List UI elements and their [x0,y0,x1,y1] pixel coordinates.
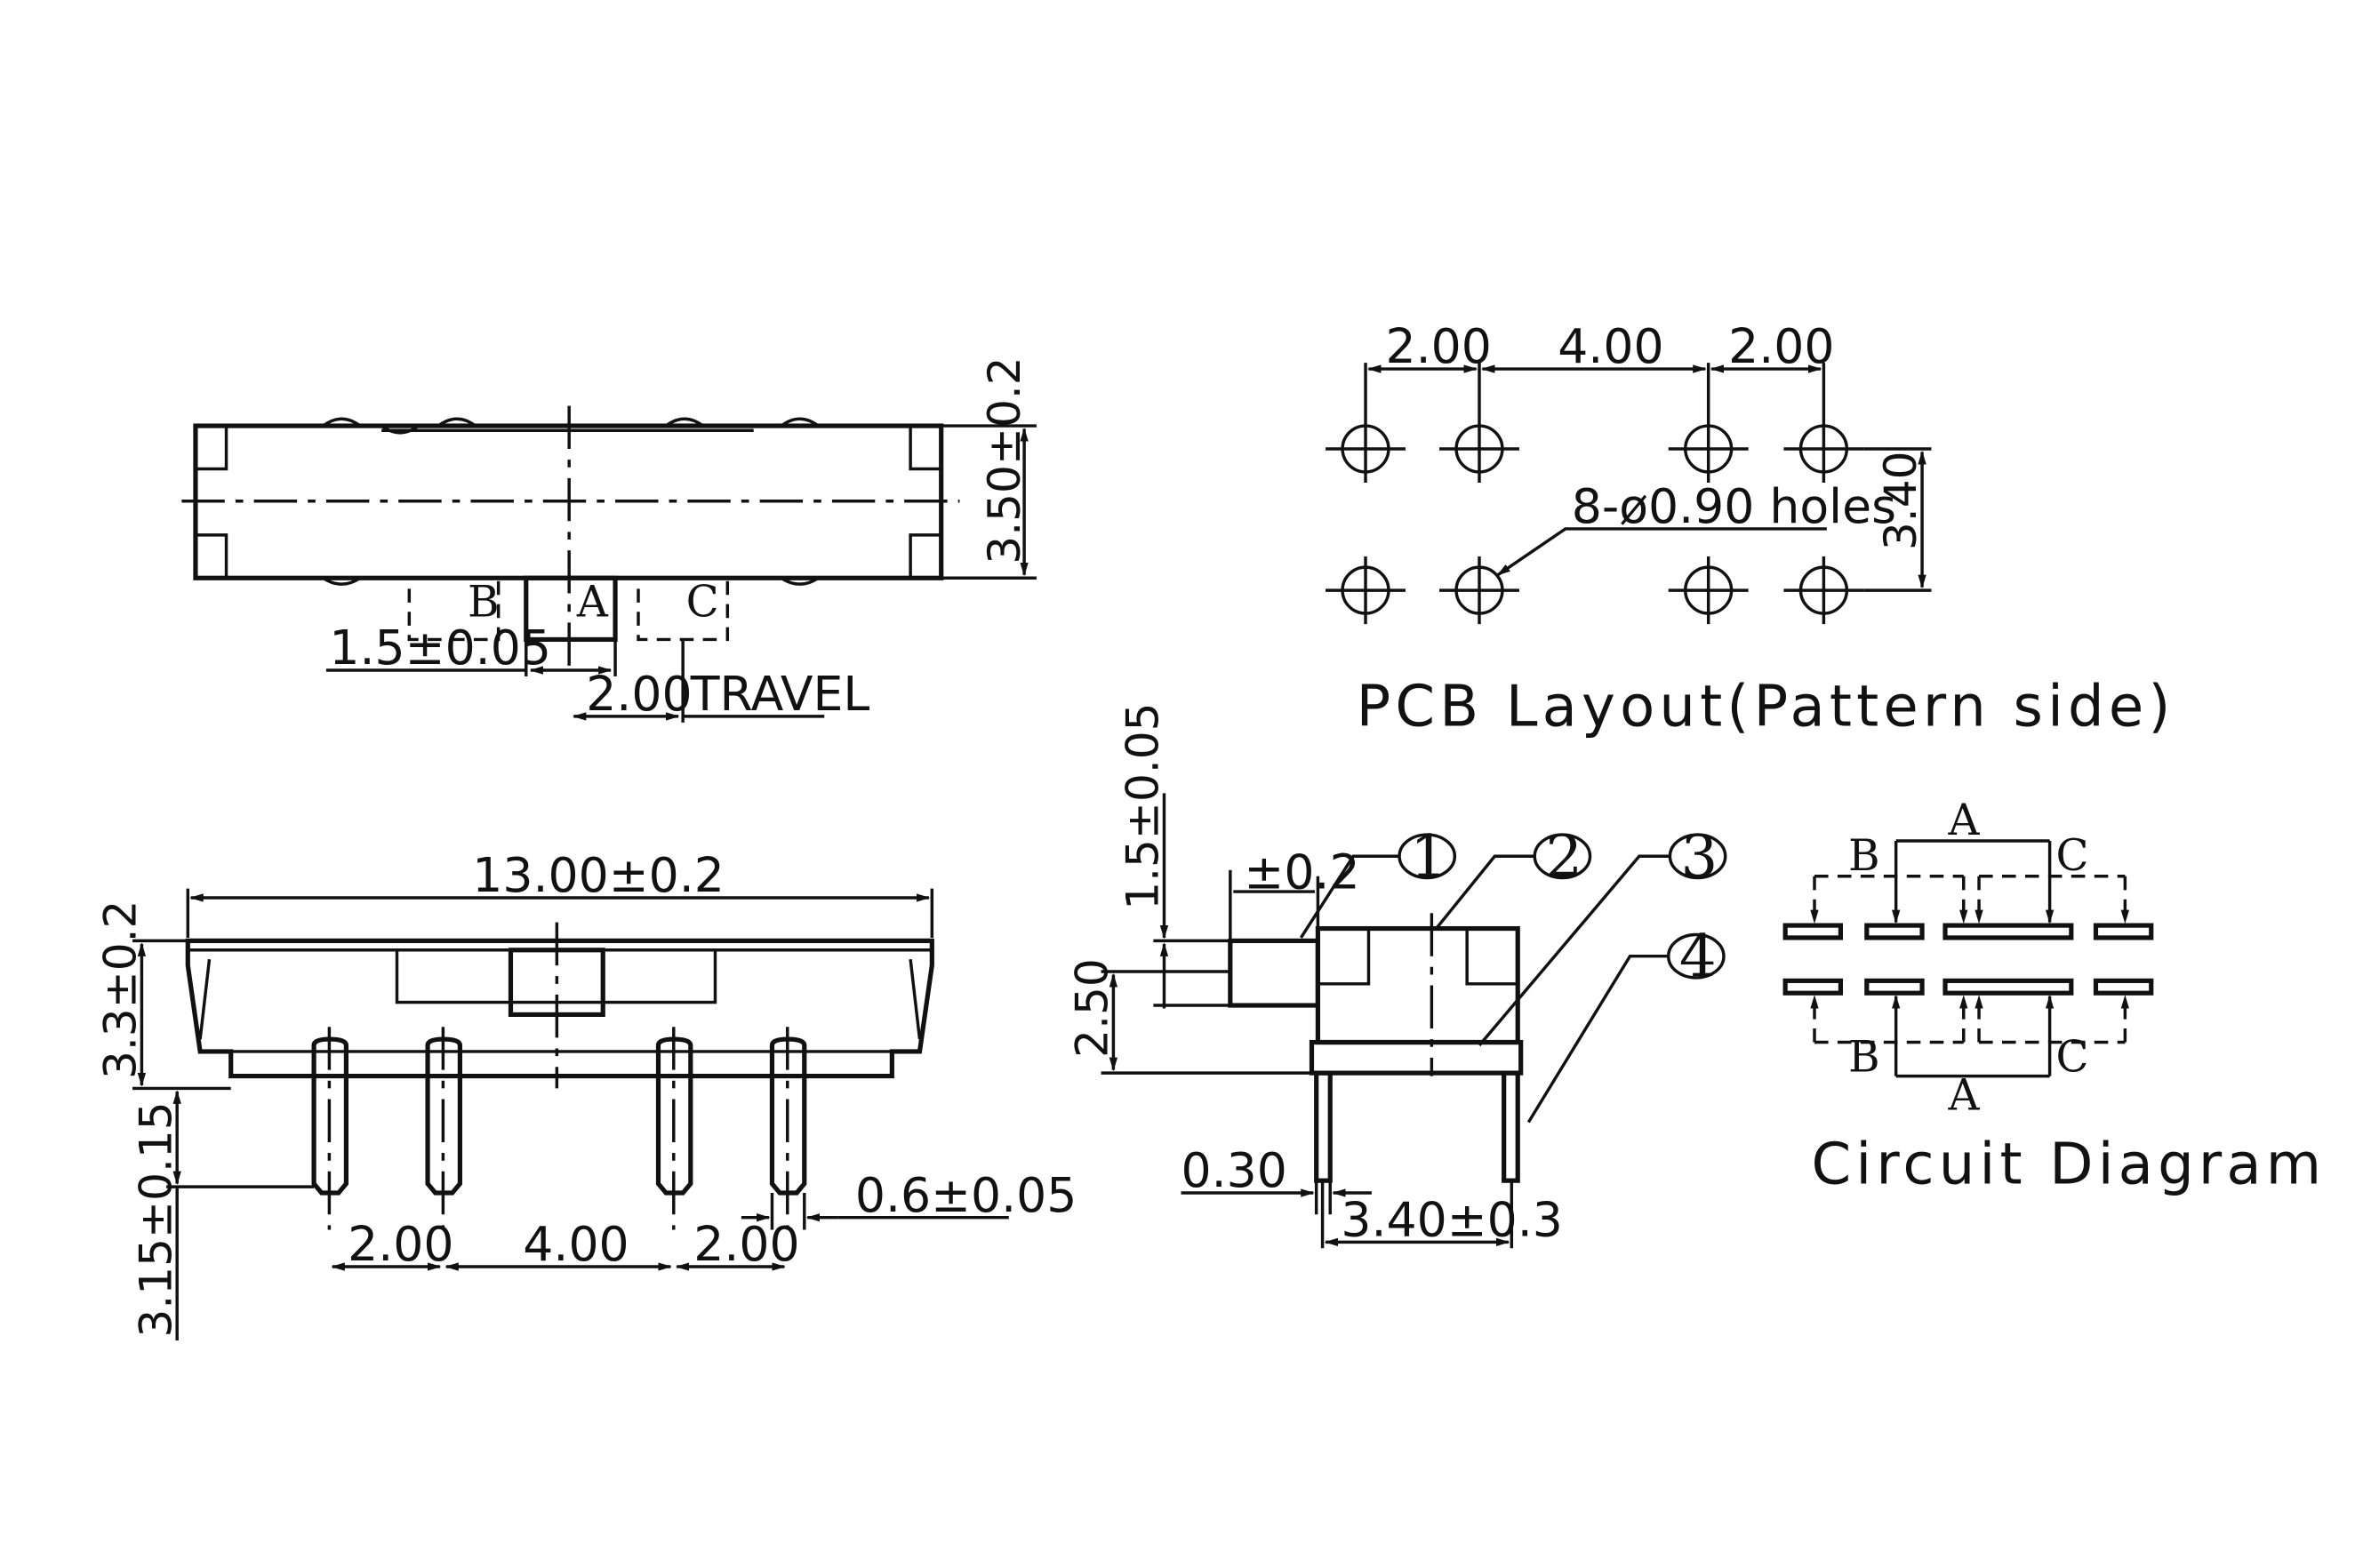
contact-pads [1782,923,2154,996]
dim-side-tolerance: ±0.2 [1244,844,1359,900]
circuit-label-a-bottom: A [1947,1071,1980,1121]
dim-front-pitch-left: 2.00 [348,1216,453,1272]
side-base [1309,1039,1524,1076]
dim-side-pin-thickness: 0.30 [1181,1142,1286,1198]
circuit-label-a-top: A [1947,796,1980,845]
top-clips [322,417,820,435]
side-pin-right [1502,1070,1520,1183]
pcb-layout: 2.00 4.00 2.00 3.40 8-ø0.90 holes PCB La… [1326,318,2175,740]
side-pin-left [1314,1070,1333,1183]
circuit-diagram-caption: Circuit Diagram [1812,1132,2327,1198]
pcb-row-spacing: 3.40 [1874,451,1926,550]
actuator-position-b [407,576,501,642]
dim-body-height: 3.50±0.2 [978,356,1030,564]
pcb-pitch-left: 2.00 [1386,318,1492,374]
label-position-a: A [576,577,609,627]
circuit-label-c-bottom: C [2056,1032,2089,1082]
dim-travel-label: TRAVEL [690,666,870,722]
side-view: ±0.2 1.5±0.05 2.50 0.30 3.40±0.3 1 2 3 4 [1065,702,1727,1249]
side-actuator [1228,938,1321,1008]
dim-side-actuator-height: 1.5±0.05 [1117,702,1169,909]
circuit-label-c-top: C [2056,831,2089,881]
front-body-outline [185,938,934,1079]
callout-4: 4 [1679,923,1717,990]
circuit-label-b-top: B [1848,831,1880,881]
dim-pin-length: 3.15±0.15 [129,1101,181,1337]
dim-side-body-height: 2.50 [1065,958,1117,1058]
pcb-layout-caption: PCB Layout(Pattern side) [1357,674,2175,740]
label-position-b: B [468,577,500,627]
front-view: 13.00±0.2 3.3±0.2 3.15±0.15 2.00 4.00 2.… [93,847,1077,1341]
dim-front-pitch-mid: 4.00 [523,1216,629,1272]
mounting-holes [1326,414,1864,625]
dim-front-height: 3.3±0.2 [93,900,146,1080]
label-position-c: C [686,577,719,627]
dim-travel-value: 2.00 [586,666,692,722]
body-corner-notches [195,426,941,579]
circuit-label-b-bottom: B [1848,1032,1880,1082]
dim-actuator-width: 1.5±0.05 [329,620,551,676]
terminal-pins [311,1027,807,1230]
callout-2: 2 [1545,823,1582,891]
callout-3: 3 [1681,823,1718,891]
dim-side-pin-span: 3.40±0.3 [1341,1191,1563,1247]
pcb-holes-note: 8-ø0.90 holes [1572,478,1896,534]
part-callouts: 1 2 3 4 [1299,823,1727,1124]
dim-front-length: 13.00±0.2 [472,847,725,903]
actuator-position-a [524,575,618,643]
dim-pin-width: 0.6±0.05 [855,1167,1077,1223]
callout-1: 1 [1410,823,1447,891]
circuit-diagram: A B C B C A Circuit Diagram [1782,796,2327,1198]
top-view: B A C 3.50±0.2 1.5±0.05 2.00 TRAVEL [181,356,1037,723]
dim-front-pitch-right: 2.00 [693,1216,799,1272]
pcb-pitch-mid: 4.00 [1558,318,1663,374]
pcb-pitch-right: 2.00 [1728,318,1834,374]
